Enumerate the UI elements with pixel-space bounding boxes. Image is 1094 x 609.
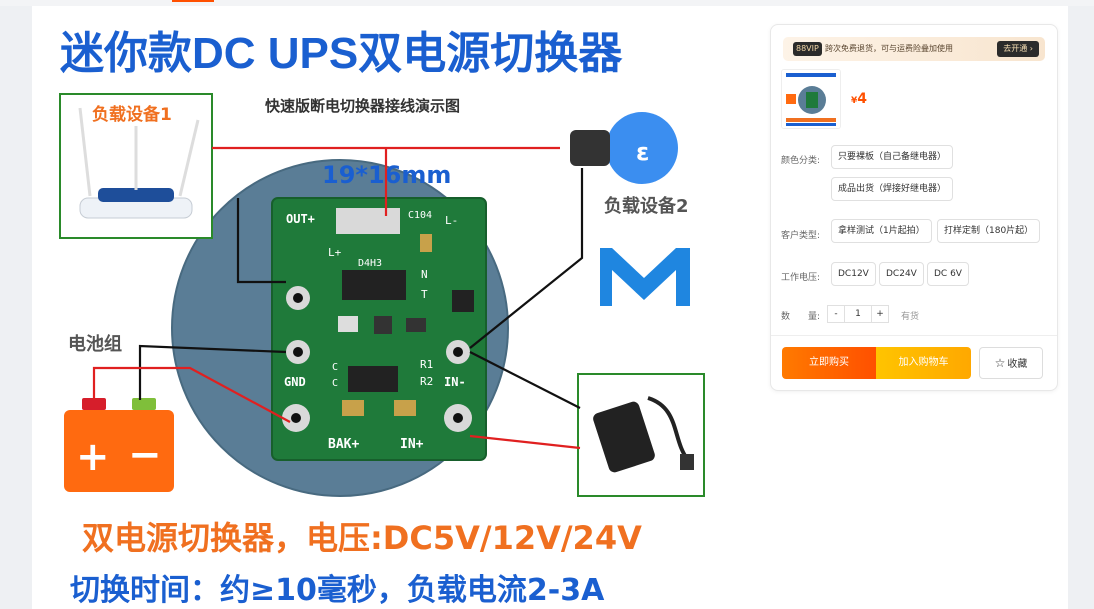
image-title: 迷你款DC UPS双电源切换器 [60,29,623,78]
vip-badge: 88VIP [793,42,822,56]
favorite-label: 收藏 [1007,359,1028,370]
vip-open-button[interactable]: 去开通 › [997,41,1039,57]
svg-text:ε: ε [636,138,649,166]
svg-text:IN+: IN+ [400,437,424,452]
star-outline-icon: ☆ [994,356,1006,370]
product-main-image[interactable]: 迷你款DC UPS双电源切换器 快速版断电切换器接线演示图 19*16mm OU… [40,8,716,609]
quantity-label: 数 量: [781,312,821,322]
image-subtitle: 快速版断电切换器接线演示图 [265,97,460,115]
svg-text:T: T [421,288,428,301]
quantity-minus-button[interactable]: - [827,305,845,323]
svg-text:R2: R2 [420,375,433,388]
router-icon [78,107,200,219]
svg-text:+: + [76,434,110,480]
brand-logo [600,248,690,306]
adapter-icon [593,396,694,473]
svg-text:L-: L- [445,214,458,227]
purchase-buttons: 立即购买 加入购物车 [782,347,971,379]
footer-line2: 切换时间：约≥10毫秒，负载电流2-3A [70,573,605,608]
vip-bar: 88VIP 跨次免费退货，可与运费险叠加使用 去开通 › [783,37,1045,61]
thumbnail-image [782,70,840,128]
option-bare-board[interactable]: 只要裸板（自己备继电器） [831,145,954,169]
top-strip [0,0,1094,6]
add-to-cart-button[interactable]: 加入购物车 [876,347,971,379]
purchase-panel: 88VIP 跨次免费退货，可与运费险叠加使用 去开通 › ¥4 颜色分类: 只要… [770,24,1058,391]
footer-line1: 双电源切换器，电压:DC5V/12V/24V [82,519,642,557]
svg-text:C: C [332,378,338,389]
price: ¥4 [851,91,868,107]
option-dc6v[interactable]: DC 6V [927,262,969,286]
option-dc24v[interactable]: DC24V [879,262,924,286]
vip-text: 跨次免费退货，可与运费险叠加使用 [825,44,953,53]
svg-text:C: C [332,362,338,373]
buy-now-button[interactable]: 立即购买 [782,347,876,379]
wires [92,146,584,450]
svg-text:R1: R1 [420,358,433,371]
load1-label: 负载设备1 [92,104,172,125]
svg-text:−: − [128,432,162,478]
svg-text:IN-: IN- [444,375,466,389]
option-finished[interactable]: 成品出货（焊接好继电器） [831,177,954,201]
customer-label: 客户类型: [781,231,821,241]
svg-text:BAK+: BAK+ [328,437,359,452]
pcb-board: OUT+ C104 L+ L- D4H3 N T R1 R2 C C GND I… [271,197,487,461]
product-image-svg: 迷你款DC UPS双电源切换器 快速版断电切换器接线演示图 19*16mm OU… [40,8,716,609]
voltage-label: 工作电压: [781,273,821,283]
option-custom-order[interactable]: 打样定制（180片起） [937,219,1041,243]
svg-text:OUT+: OUT+ [286,212,315,226]
load2-label: 负载设备2 [604,195,689,217]
svg-text:GND: GND [284,375,306,389]
svg-text:D4H3: D4H3 [358,258,382,269]
svg-text:L+: L+ [328,246,342,259]
panel-divider [771,335,1057,336]
quantity-stepper: - 1 + [827,305,889,323]
quantity-input[interactable]: 1 [845,305,871,323]
sku-thumbnail[interactable] [781,69,841,129]
stock-status: 有货 [901,312,920,322]
color-label: 颜色分类: [781,156,821,166]
option-dc12v[interactable]: DC12V [831,262,876,286]
option-sample-test[interactable]: 拿样测试（1片起拍） [831,219,932,243]
battery-label: 电池组 [68,333,122,355]
svg-text:C104: C104 [408,210,432,221]
svg-text:N: N [421,268,428,281]
quantity-plus-button[interactable]: + [871,305,889,323]
favorite-button[interactable]: ☆收藏 [979,347,1043,379]
battery-icon: + − [64,398,174,492]
top-accent [172,0,214,2]
bulb-icon: ε [570,112,678,184]
